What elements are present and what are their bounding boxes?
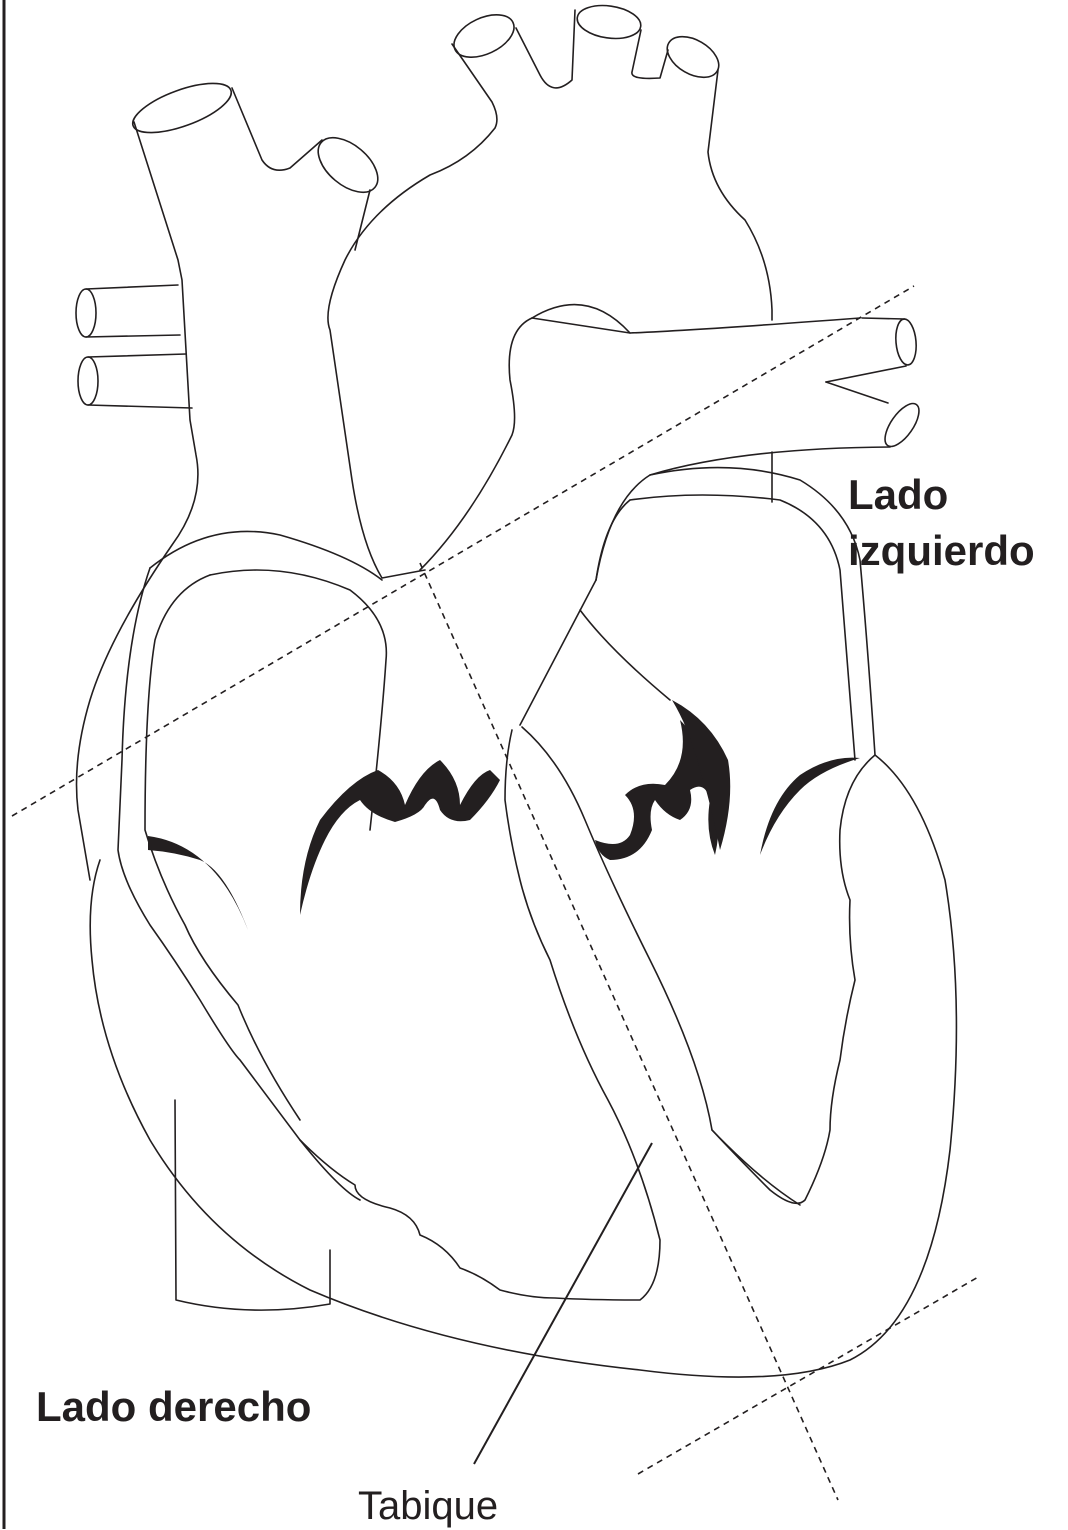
dashed-line-atrioventricular <box>12 286 914 816</box>
tricuspid-leaflet <box>300 760 500 915</box>
brachiocephalic-vessel <box>308 127 387 203</box>
right-atrium-top <box>355 190 370 250</box>
left-side-label-line2: izquierdo <box>848 526 1035 576</box>
left-atrium-wall <box>630 495 855 760</box>
heart-outline <box>90 468 956 1377</box>
right-ventricle-wall <box>300 730 660 1300</box>
right-pulmonary-veins <box>76 285 192 408</box>
right-atrium-wall <box>118 568 360 1200</box>
left-ventricle-wall <box>520 580 875 1203</box>
right-side-label: Lado derecho <box>36 1382 311 1432</box>
left-side-label: Lado <box>848 470 948 520</box>
septum-leader-line <box>474 1143 652 1464</box>
septum-label: Tabique <box>358 1482 498 1530</box>
left-ventricle-valve <box>760 758 860 855</box>
aorta <box>328 2 772 578</box>
superior-vena-cava <box>77 73 323 880</box>
left-atrium-wall-2 <box>596 500 630 580</box>
tricuspid-valve <box>148 836 248 930</box>
dashed-line-septum-axis <box>420 563 838 1500</box>
